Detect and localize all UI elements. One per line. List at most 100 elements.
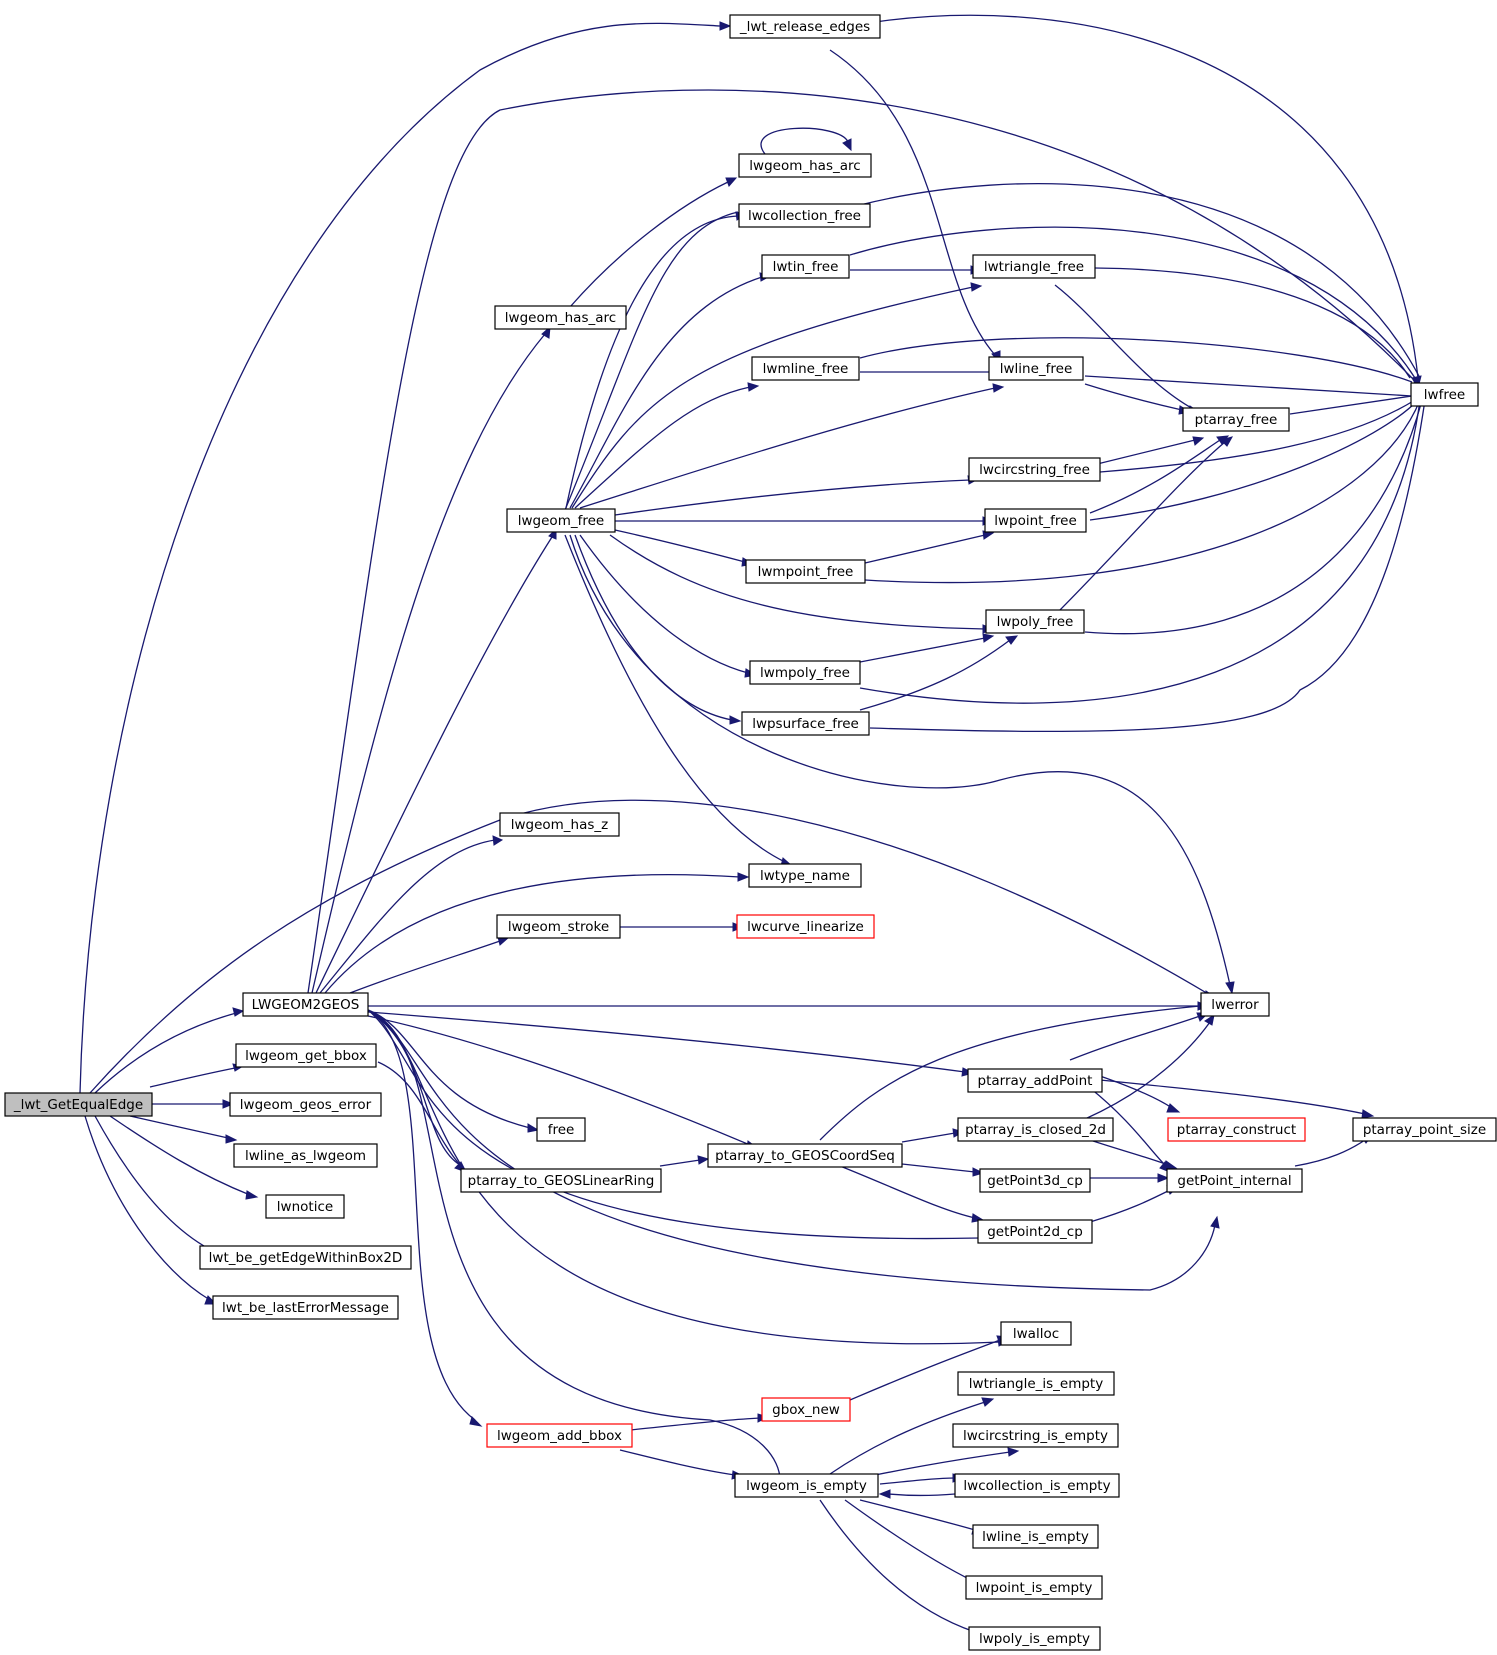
node-label: lwmline_free xyxy=(763,361,849,377)
node-lwtype-name[interactable]: lwtype_name xyxy=(748,863,862,888)
edge xyxy=(79,22,721,1094)
node-lwpsurface-free[interactable]: lwpsurface_free xyxy=(741,711,870,736)
edge xyxy=(94,1115,216,1253)
node-ptarray-free[interactable]: ptarray_free xyxy=(1182,407,1290,432)
node-ptarray-addPoint[interactable]: ptarray_addPoint xyxy=(967,1068,1103,1093)
node-ptarray-construct[interactable]: ptarray_construct xyxy=(1167,1117,1306,1142)
node-label: lwgeom_has_arc xyxy=(505,310,616,326)
edge xyxy=(1294,1139,1366,1167)
node-lwgeom-free[interactable]: lwgeom_free xyxy=(506,508,616,533)
node-lwline-is-empty[interactable]: lwline_is_empty xyxy=(972,1524,1099,1549)
node-label: lwline_is_empty xyxy=(982,1529,1089,1545)
edge xyxy=(829,1401,986,1475)
node-label: lwgeom_has_z xyxy=(511,817,609,833)
node-label: lwtype_name xyxy=(760,868,850,884)
node-label: lwgeom_add_bbox xyxy=(497,1428,622,1444)
node-label: lwline_free xyxy=(1000,361,1073,377)
node-lwgeom-has-arc-top[interactable]: lwgeom_has_arc xyxy=(738,153,872,178)
edge xyxy=(1089,1189,1171,1223)
node-label: free xyxy=(548,1122,575,1138)
node-lwmpoint-free[interactable]: lwmpoint_free xyxy=(745,559,866,584)
node-lwt-be-lastErrorMessage[interactable]: lwt_be_lastErrorMessage xyxy=(212,1295,399,1320)
edge xyxy=(579,387,996,509)
node-lwnotice[interactable]: lwnotice xyxy=(265,1194,345,1219)
node-lwgeom-has-arc[interactable]: lwgeom_has_arc xyxy=(494,305,627,330)
node-label: ptarray_is_closed_2d xyxy=(965,1122,1106,1138)
node-lwtriangle-free[interactable]: lwtriangle_free xyxy=(972,254,1096,279)
node-lwt-be-getEdgeWithinBox2D[interactable]: lwt_be_getEdgeWithinBox2D xyxy=(199,1245,412,1270)
node-lwpoint-free[interactable]: lwpoint_free xyxy=(984,508,1087,533)
arrowhead xyxy=(1204,1013,1215,1026)
node-label: ptarray_free xyxy=(1195,412,1278,428)
edge xyxy=(887,1493,956,1497)
edge xyxy=(1099,1079,1366,1115)
node-getPoint-internal[interactable]: getPoint_internal xyxy=(1166,1168,1303,1193)
arrowhead xyxy=(737,872,750,882)
edge xyxy=(859,337,1413,383)
node-gbox-new[interactable]: gbox_new xyxy=(761,1397,851,1422)
node-lwgeom-stroke[interactable]: lwgeom_stroke xyxy=(496,914,621,939)
node-ptarray-is-closed-2d[interactable]: ptarray_is_closed_2d xyxy=(957,1117,1114,1142)
node-lwpoint-is-empty[interactable]: lwpoint_is_empty xyxy=(965,1575,1103,1600)
node-lwcircstring-free[interactable]: lwcircstring_free xyxy=(968,457,1101,482)
node-getPoint2d-cp[interactable]: getPoint2d_cp xyxy=(977,1219,1093,1244)
arrowhead xyxy=(1225,981,1235,995)
node-lwgeom-get-bbox[interactable]: lwgeom_get_bbox xyxy=(235,1043,377,1068)
node-label: lwgeom_stroke xyxy=(508,919,609,935)
node-free[interactable]: free xyxy=(536,1117,586,1142)
arrowhead xyxy=(1192,436,1205,446)
node-ptarray-to-GEOSLinearRing[interactable]: ptarray_to_GEOSLinearRing xyxy=(460,1168,662,1193)
node-label: lwmpoint_free xyxy=(758,564,854,580)
node-lwcollection-is-empty[interactable]: lwcollection_is_empty xyxy=(954,1473,1120,1498)
edge xyxy=(1084,399,1423,635)
arrowhead xyxy=(982,633,995,643)
node-getPoint3d-cp[interactable]: getPoint3d_cp xyxy=(979,1168,1091,1193)
node-lwt-release-edges[interactable]: _lwt_release_edges xyxy=(729,14,881,39)
node-lwerror[interactable]: lwerror xyxy=(1200,992,1270,1017)
edge xyxy=(849,1339,1001,1401)
node-label: _lwt_release_edges xyxy=(739,19,870,35)
edge xyxy=(760,127,849,155)
edge xyxy=(859,637,986,663)
node-lwgeom-geos-error[interactable]: lwgeom_geos_error xyxy=(229,1092,382,1117)
edge xyxy=(564,211,739,511)
edge xyxy=(614,529,746,563)
edge xyxy=(569,534,1231,986)
node-lwline-as-lwgeom[interactable]: lwline_as_lwgeom xyxy=(233,1143,378,1168)
node-ptarray-to-GEOSCoordSeq[interactable]: ptarray_to_GEOSCoordSeq xyxy=(707,1143,903,1168)
node-label: lwtin_free xyxy=(773,259,839,275)
node-lwgeom-add-bbox[interactable]: lwgeom_add_bbox xyxy=(486,1423,633,1448)
node-lwtin-free[interactable]: lwtin_free xyxy=(761,254,850,279)
node-lwpoly-is-empty[interactable]: lwpoly_is_empty xyxy=(968,1626,1101,1651)
node-lwline-free[interactable]: lwline_free xyxy=(988,356,1084,381)
node-label: lwerror xyxy=(1211,997,1259,1013)
node-label: ptarray_construct xyxy=(1177,1122,1296,1138)
node-lwmpoly-free[interactable]: lwmpoly_free xyxy=(749,660,861,685)
node-lwalloc[interactable]: lwalloc xyxy=(1000,1321,1072,1346)
arrowhead xyxy=(1005,635,1019,645)
edge xyxy=(859,1499,976,1531)
node-label: LWGEOM2GEOS xyxy=(252,997,360,1013)
node-lwcurve-linearize[interactable]: lwcurve_linearize xyxy=(736,914,875,939)
node-lwtriangle-is-empty[interactable]: lwtriangle_is_empty xyxy=(957,1371,1115,1396)
node-LWGEOM2GEOS[interactable]: LWGEOM2GEOS xyxy=(242,992,369,1017)
arrowhead xyxy=(222,1099,235,1109)
node-lwfree[interactable]: lwfree xyxy=(1410,382,1479,407)
node-lwgeom-is-empty[interactable]: lwgeom_is_empty xyxy=(734,1473,879,1498)
node-label: lwgeom_has_arc xyxy=(749,158,860,174)
node-label: lwpoint_free xyxy=(994,513,1077,529)
node-lwcircstring-is-empty[interactable]: lwcircstring_is_empty xyxy=(952,1423,1119,1448)
node-label: lwt_be_lastErrorMessage xyxy=(222,1300,389,1316)
edge xyxy=(849,14,1419,379)
node-lwgeom-has-z[interactable]: lwgeom_has_z xyxy=(499,812,620,837)
node-label: lwcollection_is_empty xyxy=(963,1478,1110,1494)
node-lwpoly-free[interactable]: lwpoly_free xyxy=(985,609,1085,634)
edge xyxy=(367,1011,966,1073)
node-lwcollection-free[interactable]: lwcollection_free xyxy=(738,203,871,228)
node-lwt-GetEqualEdge[interactable]: _lwt_GetEqualEdge xyxy=(4,1092,153,1117)
edge xyxy=(367,1009,531,1129)
node-ptarray-point-size[interactable]: ptarray_point_size xyxy=(1352,1117,1497,1142)
edge xyxy=(1289,395,1413,415)
node-lwmline-free[interactable]: lwmline_free xyxy=(751,356,860,381)
